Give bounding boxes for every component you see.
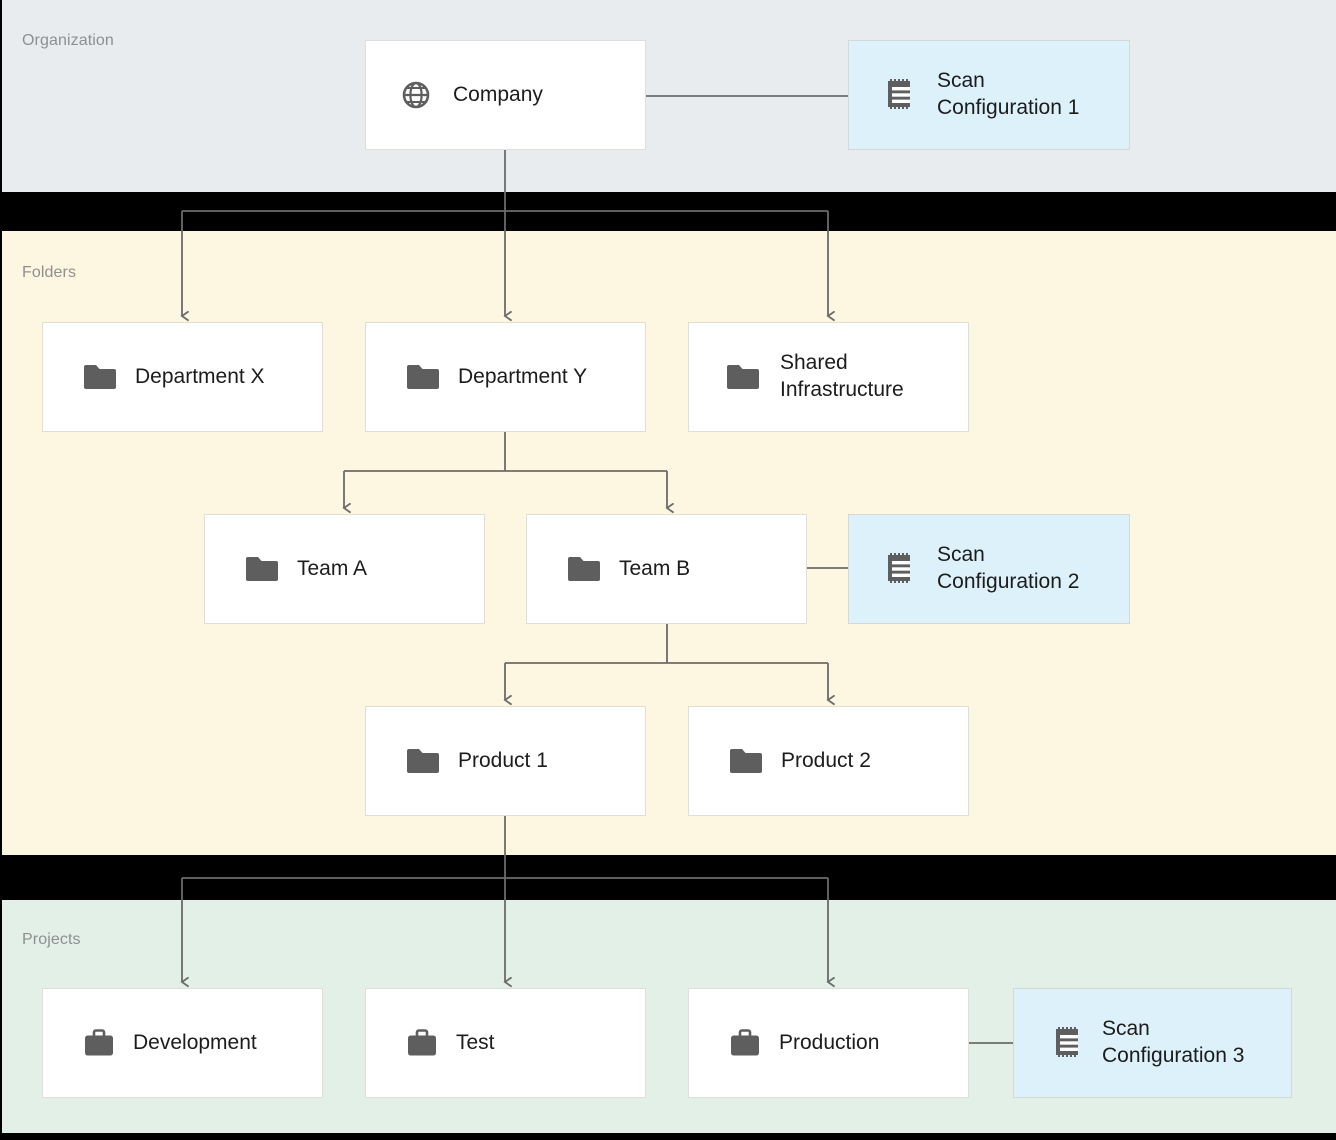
- folder-icon: [729, 746, 763, 776]
- folder-icon: [83, 362, 117, 392]
- band-label-projects: Projects: [22, 931, 81, 948]
- node-scan-configuration-2[interactable]: Scan Configuration 2: [848, 514, 1130, 624]
- node-team-b-label: Team B: [619, 556, 691, 580]
- receipt-icon: [886, 77, 916, 113]
- node-team-b[interactable]: Team B: [526, 514, 807, 624]
- node-department-x-label: Department X: [135, 364, 265, 388]
- folder-icon: [406, 746, 440, 776]
- node-department-x[interactable]: Department X: [42, 322, 323, 432]
- receipt-icon: [886, 551, 916, 587]
- folder-icon: [406, 362, 440, 392]
- node-development[interactable]: Development: [42, 988, 323, 1098]
- node-team-a[interactable]: Team A: [204, 514, 485, 624]
- node-production-label: Production: [779, 1030, 880, 1054]
- node-production[interactable]: Production: [688, 988, 969, 1098]
- band-label-folders: Folders: [22, 264, 77, 281]
- node-product-1-label: Product 1: [458, 748, 548, 772]
- node-test-label: Test: [456, 1030, 495, 1054]
- node-shared-infrastructure-label: Shared Infrastructure: [780, 351, 904, 401]
- node-product-2-label: Product 2: [781, 748, 871, 772]
- globe-icon: [400, 79, 432, 111]
- node-shared-infrastructure[interactable]: Shared Infrastructure: [688, 322, 969, 432]
- folder-icon: [245, 554, 279, 584]
- receipt-icon: [1054, 1025, 1084, 1061]
- node-scan-configuration-1[interactable]: Scan Configuration 1: [848, 40, 1130, 150]
- band-label-organization: Organization: [22, 32, 114, 49]
- node-product-2[interactable]: Product 2: [688, 706, 969, 816]
- node-company[interactable]: Company: [365, 40, 646, 150]
- node-scan-configuration-3[interactable]: Scan Configuration 3: [1013, 988, 1292, 1098]
- node-test[interactable]: Test: [365, 988, 646, 1098]
- node-team-a-label: Team A: [297, 556, 368, 580]
- briefcase-icon: [729, 1027, 761, 1059]
- node-development-label: Development: [133, 1030, 257, 1054]
- briefcase-icon: [406, 1027, 438, 1059]
- node-product-1[interactable]: Product 1: [365, 706, 646, 816]
- node-department-y-label: Department Y: [458, 364, 588, 388]
- node-scan-configuration-3-label: Scan Configuration 3: [1102, 1017, 1245, 1067]
- node-department-y[interactable]: Department Y: [365, 322, 646, 432]
- band-organization: [2, 0, 1336, 192]
- folder-icon: [567, 554, 601, 584]
- node-scan-configuration-1-label: Scan Configuration 1: [937, 69, 1080, 119]
- briefcase-icon: [83, 1027, 115, 1059]
- node-company-label: Company: [453, 82, 543, 106]
- node-scan-configuration-2-label: Scan Configuration 2: [937, 543, 1080, 593]
- folder-icon: [726, 362, 760, 392]
